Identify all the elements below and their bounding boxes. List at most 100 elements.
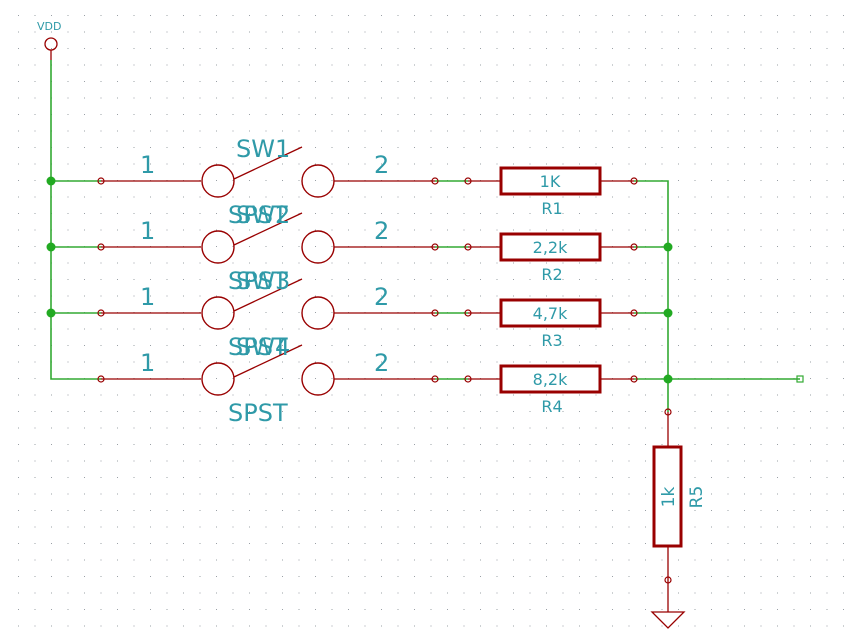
grid-dot — [711, 625, 712, 627]
grid-dot — [133, 592, 135, 594]
grid-dot — [694, 460, 696, 462]
grid-dot — [447, 213, 448, 214]
grid-dot — [793, 295, 795, 297]
grid-dot — [447, 576, 448, 577]
grid-dot — [562, 625, 564, 627]
grid-dot — [18, 97, 19, 99]
output-bus-wire[interactable] — [634, 180, 669, 412]
grid-dot — [612, 262, 613, 264]
grid-dot — [34, 526, 36, 528]
grid-dot — [183, 559, 184, 561]
grid-dot — [315, 246, 316, 247]
grid-dot — [216, 345, 217, 346]
switch-pin1-number: 1 — [140, 349, 155, 377]
switch-lever — [233, 344, 303, 378]
ground-symbol[interactable] — [650, 580, 686, 629]
grid-dot — [133, 526, 135, 528]
grid-dot — [232, 559, 234, 561]
grid-dot — [579, 625, 580, 627]
resistor-r5[interactable]: 1k R5 — [652, 408, 707, 584]
grid-dot — [529, 592, 531, 594]
grid-dot — [826, 510, 828, 511]
grid-dot — [579, 609, 580, 610]
grid-dot — [34, 378, 36, 379]
grid-dot — [199, 559, 201, 561]
grid-dot — [744, 559, 745, 561]
grid-dot — [430, 114, 432, 115]
r5-value: 1k — [659, 487, 679, 508]
grid-dot — [447, 262, 448, 264]
grid-dot — [546, 559, 547, 561]
grid-dot — [612, 147, 613, 148]
grid-dot — [612, 130, 613, 132]
grid-dot — [463, 394, 465, 396]
grid-dot — [117, 48, 118, 49]
grid-dot — [216, 31, 217, 33]
grid-dot — [183, 295, 184, 297]
grid-dot — [744, 31, 745, 33]
grid-dot — [579, 163, 580, 165]
grid-dot — [117, 444, 118, 445]
grid-dot — [777, 625, 778, 627]
grid-dot — [331, 460, 333, 462]
grid-dot — [744, 526, 745, 528]
grid-dot — [298, 279, 300, 280]
grid-dot — [760, 246, 762, 247]
grid-dot — [183, 147, 184, 148]
grid-dot — [826, 559, 828, 561]
grid-dot — [150, 64, 151, 66]
grid-dot — [744, 114, 745, 115]
grid-dot — [826, 246, 828, 247]
grid-dot — [645, 460, 646, 462]
grid-dot — [364, 411, 366, 412]
grid-dot — [117, 328, 118, 330]
grid-dot — [711, 394, 712, 396]
grid-dot — [496, 444, 498, 445]
grid-dot — [793, 312, 795, 313]
output-terminal[interactable] — [796, 375, 804, 383]
grid-dot — [315, 427, 316, 429]
grid-dot — [381, 114, 382, 115]
vdd-power-symbol[interactable]: VDD — [37, 20, 61, 60]
grid-dot — [513, 559, 514, 561]
switch-contact-left — [201, 230, 235, 264]
grid-dot — [612, 559, 613, 561]
grid-dot — [727, 180, 729, 181]
grid-dot — [199, 609, 201, 610]
grid-dot — [150, 229, 151, 231]
grid-dot — [331, 592, 333, 594]
grid-dot — [100, 345, 102, 346]
grid-dot — [216, 526, 217, 528]
grid-dot — [645, 543, 646, 544]
grid-dot — [463, 576, 465, 577]
grid-dot — [760, 64, 762, 66]
grid-dot — [579, 444, 580, 445]
grid-dot — [694, 361, 696, 363]
grid-dot — [826, 345, 828, 346]
grid-dot — [67, 526, 69, 528]
grid-dot — [546, 510, 547, 511]
grid-dot — [150, 477, 151, 478]
grid-dot — [744, 81, 745, 82]
grid-dot — [760, 526, 762, 528]
grid-dot — [150, 147, 151, 148]
grid-dot — [496, 609, 498, 610]
grid-dot — [793, 328, 795, 330]
grid-dot — [364, 196, 366, 198]
grid-dot — [199, 493, 201, 495]
grid-dot — [595, 493, 597, 495]
grid-dot — [100, 262, 102, 264]
grid-dot — [150, 361, 151, 363]
grid-dot — [348, 543, 349, 544]
grid-dot — [645, 15, 646, 16]
grid-dot — [315, 97, 316, 99]
supply-rail-wire[interactable] — [50, 60, 101, 380]
